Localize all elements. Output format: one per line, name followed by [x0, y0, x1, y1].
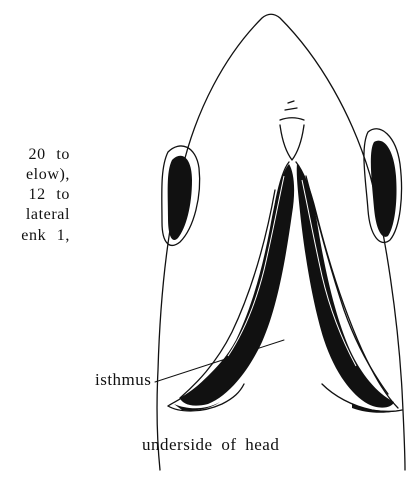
left-gill-membrane-dark: [180, 164, 294, 406]
left-eye-dark: [168, 156, 192, 240]
snout-mark-1: [288, 101, 294, 103]
isthmus-label: isthmus: [95, 370, 151, 390]
caption-text: underside of head: [142, 435, 279, 455]
right-eye-dark: [371, 141, 397, 237]
mouth-line: [280, 118, 304, 120]
lower-jaw-arch: [280, 125, 304, 160]
figure-caption: underside of head: [0, 435, 414, 455]
snout-mark-2: [285, 108, 297, 110]
